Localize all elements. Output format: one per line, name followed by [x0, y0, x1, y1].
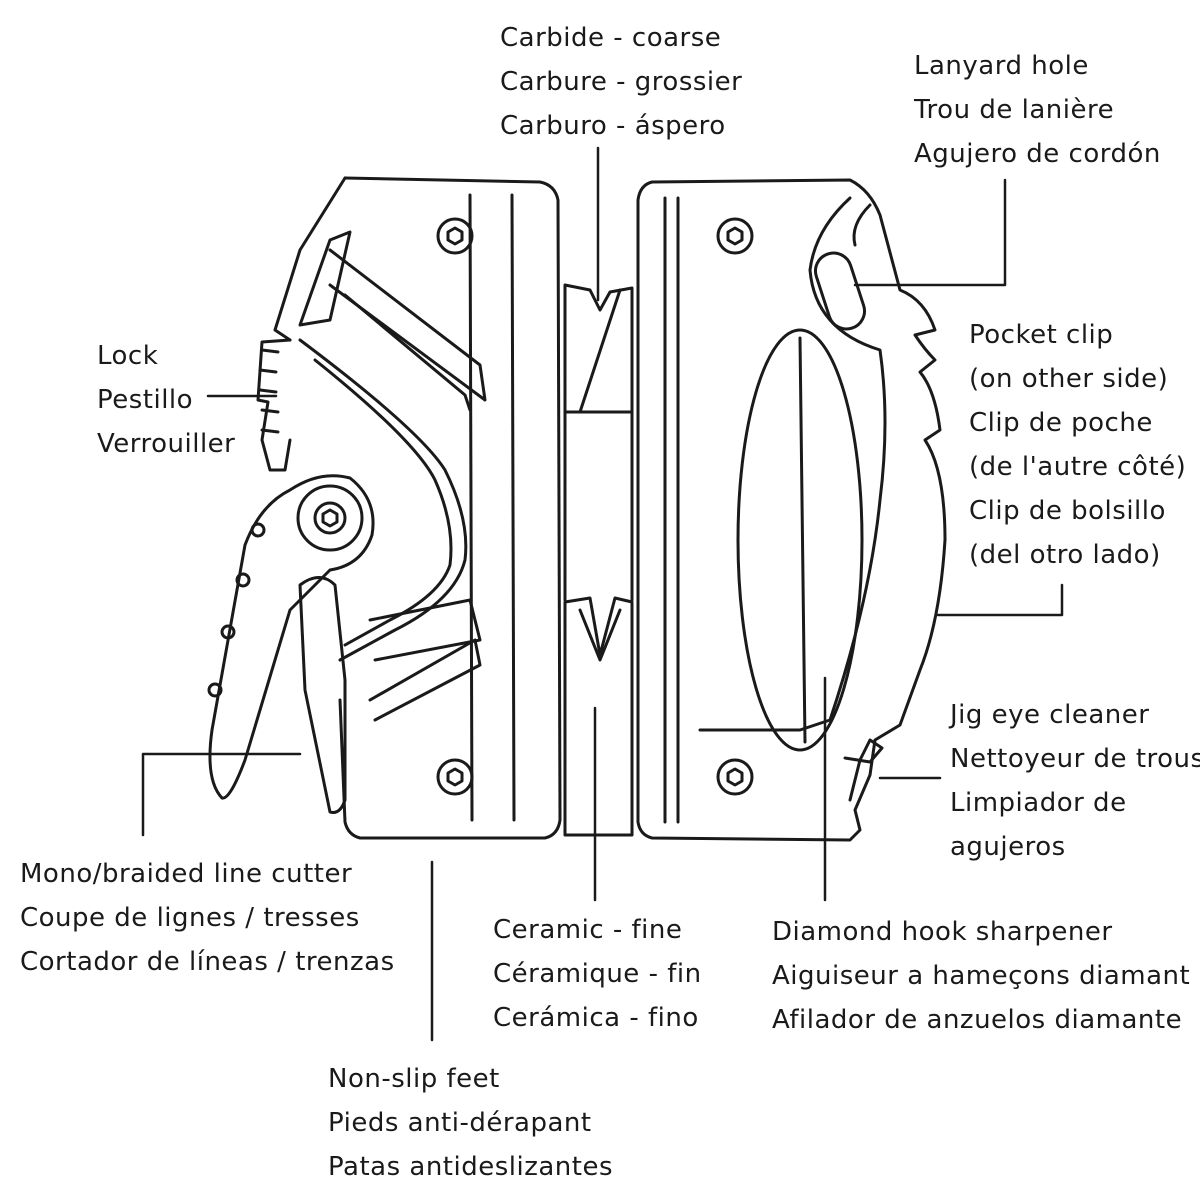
label-line: Lanyard hole: [914, 51, 1089, 81]
label-line: (on other side): [969, 364, 1169, 394]
label-line: Patas antideslizantes: [328, 1152, 613, 1182]
label-line: Lock: [97, 341, 159, 371]
jig-eye-cleaner: [843, 738, 884, 802]
screw: [716, 758, 754, 796]
diamond-sharpener: [736, 328, 864, 752]
label-line: Ceramic - fine: [493, 915, 683, 945]
label-line: agujeros: [950, 832, 1066, 862]
label-line: Clip de bolsillo: [969, 496, 1166, 526]
label-ceramic: Ceramic - fine Céramique - fin Cerámica …: [493, 908, 702, 1040]
label-line: Pieds anti-dérapant: [328, 1108, 592, 1138]
screw: [716, 217, 754, 255]
left-body: [273, 176, 562, 840]
label-pocket-clip: Pocket clip (on other side) Clip de poch…: [969, 313, 1186, 577]
screw: [436, 217, 474, 255]
label-jig-eye: Jig eye cleaner Nettoyeur de trous Limpi…: [950, 693, 1200, 869]
label-line: Carburo - áspero: [500, 111, 726, 141]
label-line: Carbure - grossier: [500, 67, 743, 97]
leader-lanyard: [853, 178, 1007, 287]
label-line: Pocket clip: [969, 320, 1114, 350]
line-cutter-arm: [207, 474, 375, 814]
center-slots: [563, 283, 634, 837]
label-feet: Non-slip feet Pieds anti-dérapant Patas …: [328, 1057, 613, 1189]
label-line: Cerámica - fino: [493, 1003, 699, 1033]
label-line: Pestillo: [97, 385, 194, 415]
label-line: (del otro lado): [969, 540, 1161, 570]
label-lock: Lock Pestillo Verrouiller: [97, 334, 235, 466]
lock: [256, 338, 292, 472]
label-line: Limpiador de: [950, 788, 1127, 818]
label-line: Afilador de anzuelos diamante: [772, 1005, 1183, 1035]
label-line: Coupe de lignes / tresses: [20, 903, 360, 933]
label-line: Diamond hook sharpener: [772, 917, 1113, 947]
label-line: (de l'autre côté): [969, 452, 1187, 482]
label-line: Carbide - coarse: [500, 23, 722, 53]
leader-line-cutter: [141, 752, 302, 837]
label-line: Jig eye cleaner: [950, 700, 1150, 730]
right-body: [636, 178, 947, 842]
label-line: Agujero de cordón: [914, 139, 1161, 169]
label-line: Céramique - fin: [493, 959, 702, 989]
label-line: Verrouiller: [97, 429, 236, 459]
label-line: Non-slip feet: [328, 1064, 500, 1094]
leader-lines: [141, 146, 1064, 1042]
label-lanyard: Lanyard hole Trou de lanière Agujero de …: [914, 44, 1161, 176]
label-line: Nettoyeur de trous: [950, 744, 1200, 774]
screw: [313, 501, 347, 535]
label-line: Trou de lanière: [914, 95, 1115, 125]
label-line: Mono/braided line cutter: [20, 859, 353, 889]
lanyard-hole: [814, 251, 866, 331]
leader-pocket-clip: [936, 583, 1064, 617]
label-carbide: Carbide - coarse Carbure - grossier Carb…: [500, 16, 742, 148]
label-line: Clip de poche: [969, 408, 1153, 438]
label-line: Aiguiseur a hameçons diamant: [772, 961, 1191, 991]
label-line: Cortador de líneas / trenzas: [20, 947, 395, 977]
label-line-cutter: Mono/braided line cutter Coupe de lignes…: [20, 852, 395, 984]
label-diamond: Diamond hook sharpener Aiguiseur a hameç…: [772, 910, 1190, 1042]
screw: [436, 758, 474, 796]
